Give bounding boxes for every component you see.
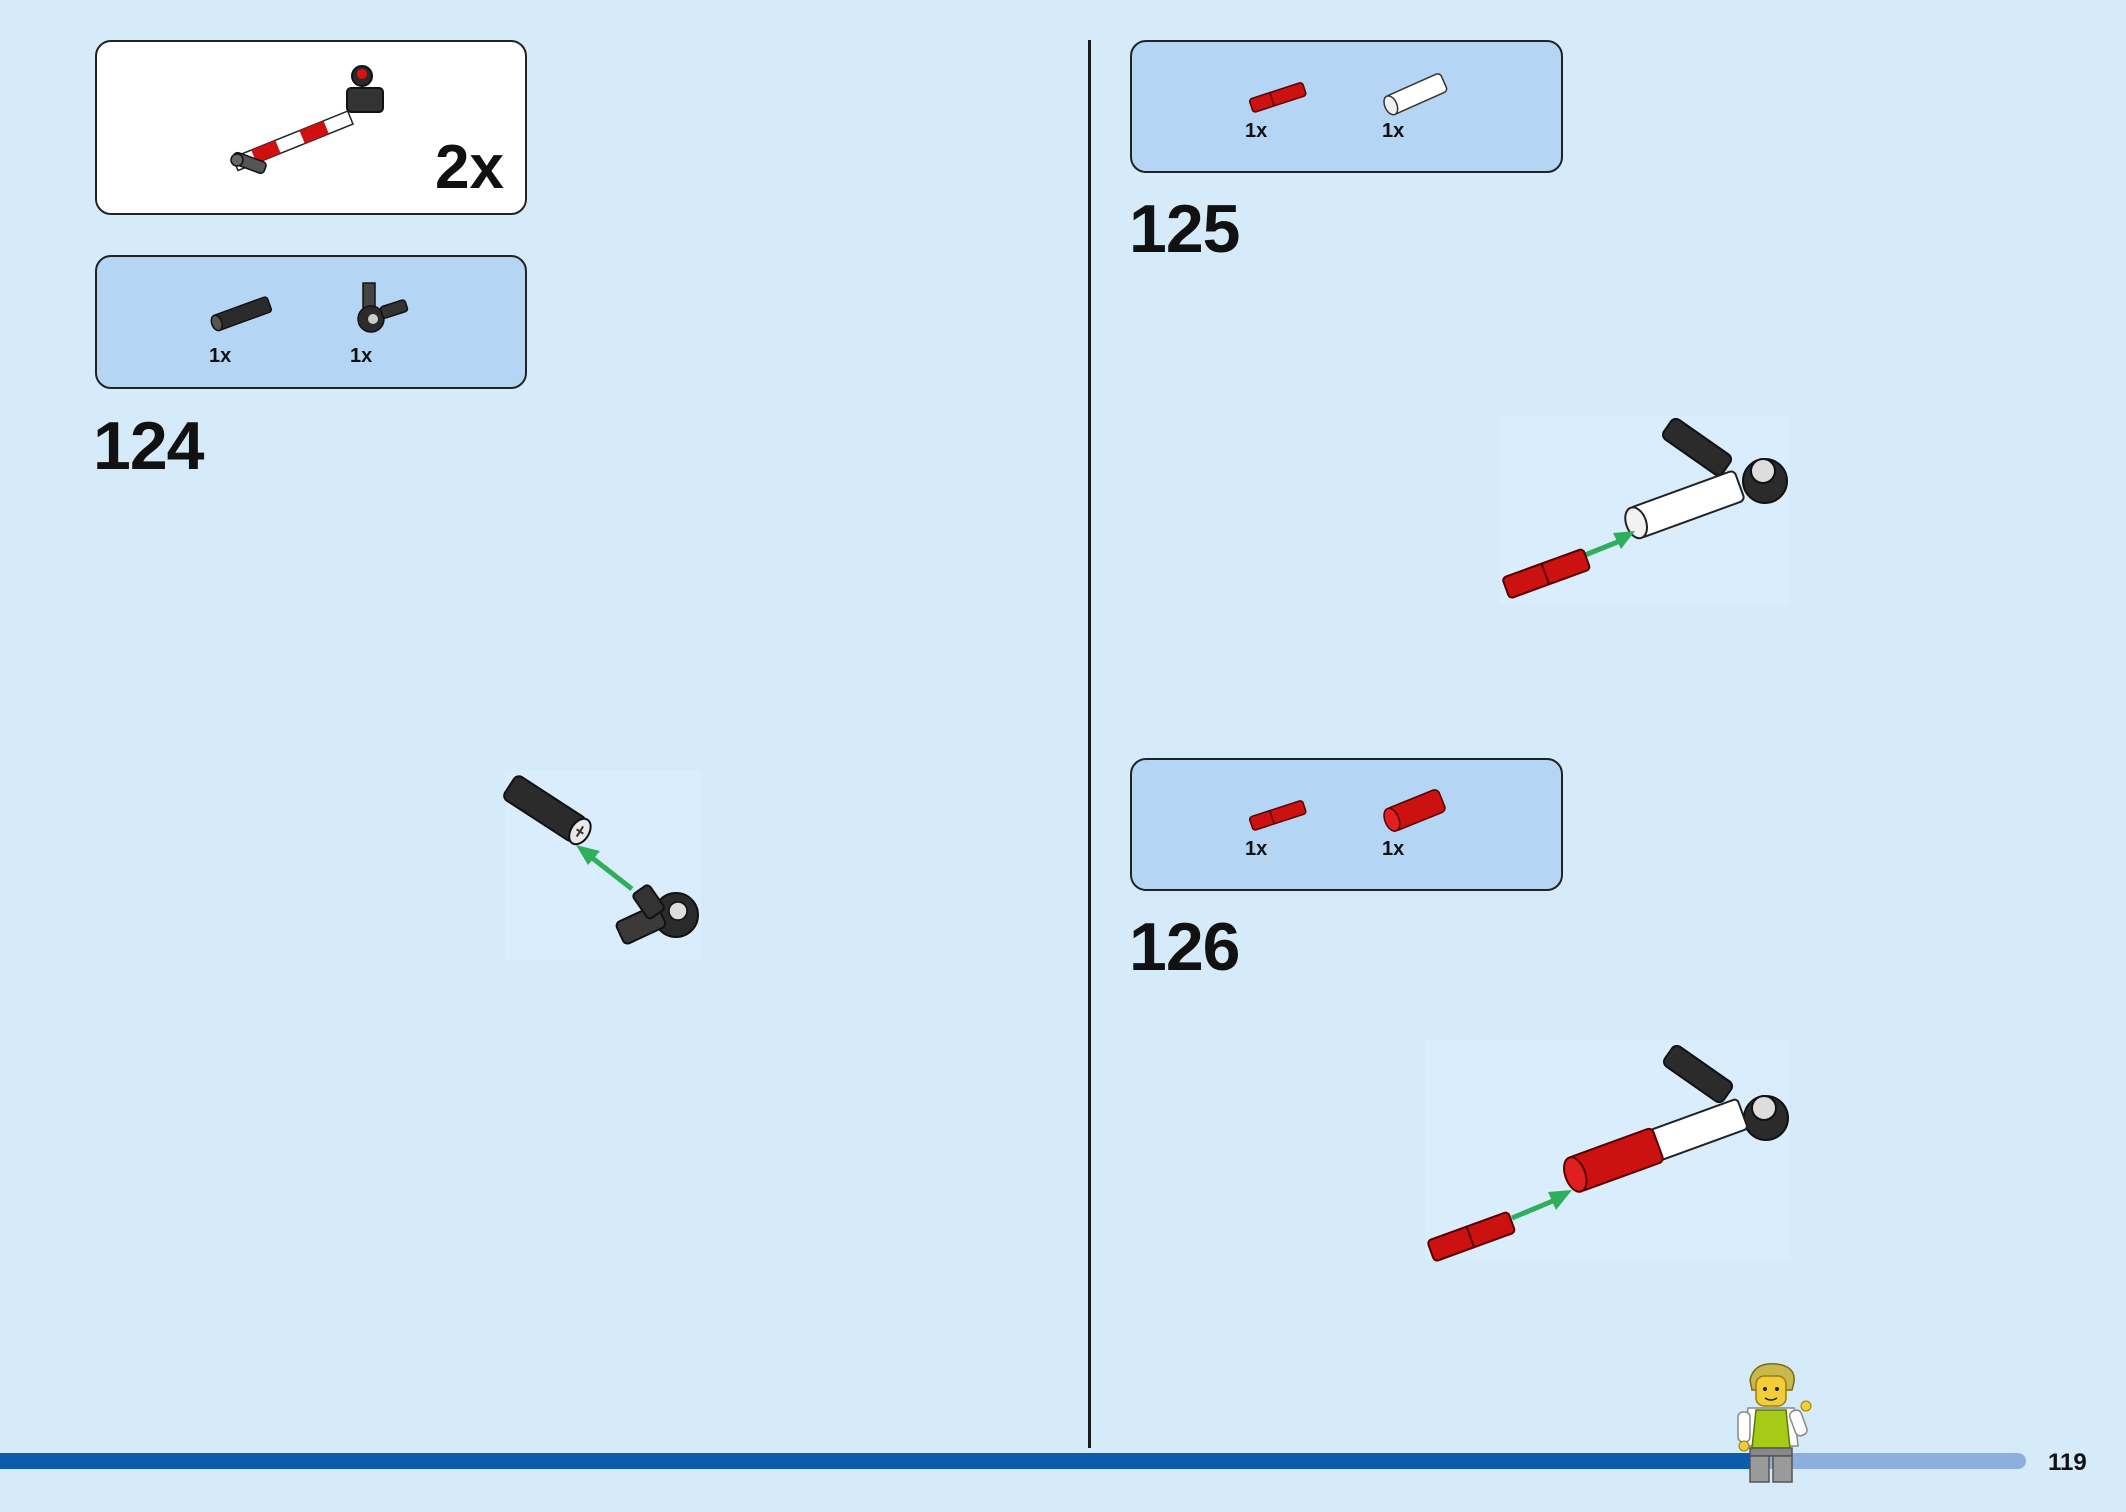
parts-list-step-124: 1x 1x — [95, 255, 527, 389]
red-axle-pin-part-icon — [1248, 82, 1307, 113]
part-qty: 1x — [209, 345, 232, 367]
black-axle-part-icon — [210, 296, 273, 332]
step-number-126: 126 — [1129, 909, 1240, 985]
step-number-124: 124 — [93, 408, 204, 484]
part-qty: 1x — [1382, 838, 1405, 860]
parts-list-step-126: 1x 1x — [1130, 758, 1563, 891]
submodel-callout: 2x — [95, 40, 527, 215]
part-qty: 1x — [350, 345, 373, 367]
footer-progress-bar — [1760, 1453, 2026, 1469]
minifigure-icon — [1737, 1363, 1812, 1483]
part-qty: 1x — [1245, 838, 1268, 860]
footer-bar — [0, 1453, 1760, 1469]
step-125-illustration — [1502, 417, 1788, 599]
part-qty: 1x — [1245, 120, 1268, 142]
submodel-barrier-arm-icon — [230, 65, 384, 174]
white-axle-part-icon — [1383, 73, 1448, 116]
step-126-illustration — [1427, 1044, 1789, 1262]
step-number-125: 125 — [1129, 191, 1240, 267]
red-axle-connector-part-icon — [1383, 789, 1446, 832]
parts-list-step-125: 1x 1x — [1130, 40, 1563, 173]
page-divider — [1088, 40, 1091, 1448]
red-axle-pin-part-icon — [1248, 800, 1307, 831]
page-number: 119 — [2048, 1449, 2087, 1476]
step-124-illustration — [503, 775, 699, 945]
black-connector-part-icon — [357, 282, 409, 333]
submodel-multiplier: 2x — [435, 133, 504, 202]
part-qty: 1x — [1382, 120, 1405, 142]
